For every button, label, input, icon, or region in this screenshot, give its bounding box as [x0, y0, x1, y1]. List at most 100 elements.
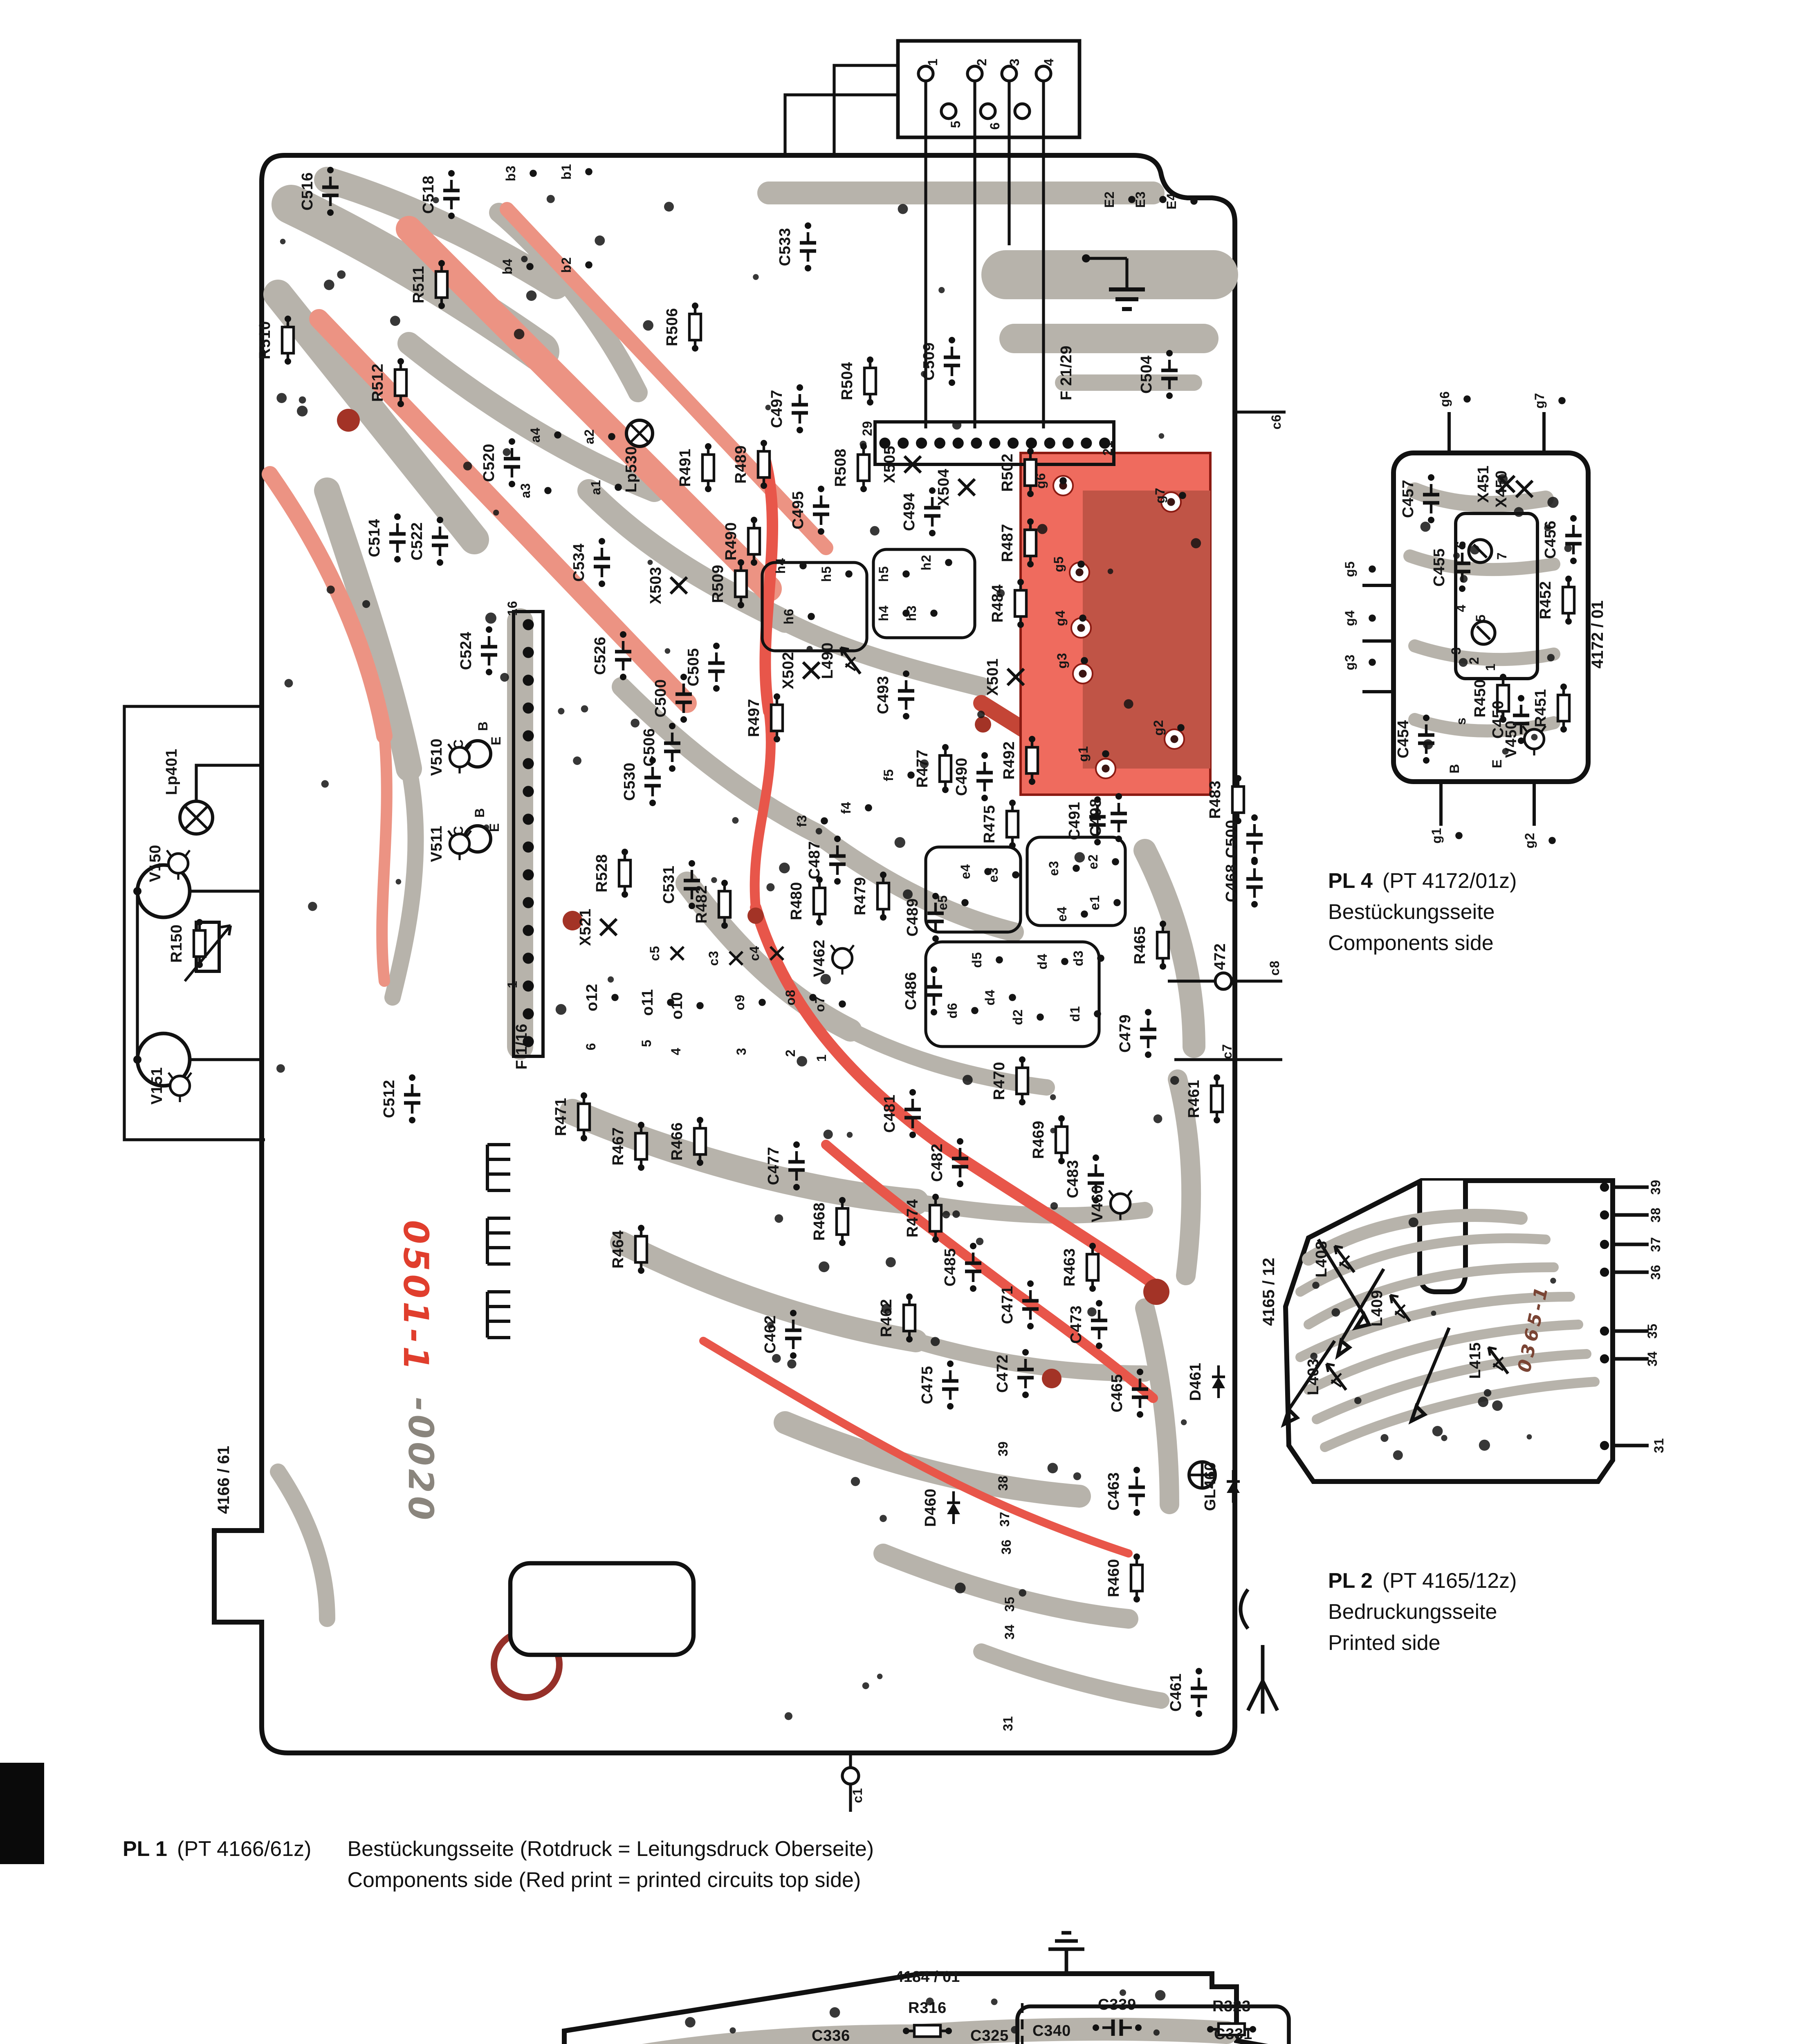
antenna-symbol [1239, 1588, 1279, 1714]
solder-pad [696, 1002, 704, 1009]
component-label: e3 [986, 867, 1001, 882]
component-label: 1 [814, 1054, 829, 1062]
component-symbol [957, 478, 976, 497]
component-label: C325 [970, 2027, 1009, 2044]
component-label: C465 [1109, 1374, 1126, 1412]
component-label: E4 [1164, 193, 1179, 210]
pl4-part-number: 4172 / 01 [1589, 601, 1607, 669]
solder-pad [1073, 865, 1080, 872]
solder-pad [1059, 477, 1067, 484]
component-symbol [281, 316, 295, 365]
solder-pad [1079, 614, 1086, 622]
component-label: C331 [1214, 2026, 1252, 2043]
component-symbol [1246, 814, 1263, 863]
component-label: R475 [981, 805, 998, 843]
component-label: 472 [1212, 943, 1229, 970]
component-label: h4 [773, 558, 788, 574]
component-label: R471 [552, 1098, 570, 1136]
component-label: R479 [852, 877, 869, 915]
component-label: R464 [610, 1230, 627, 1269]
cross-pad [728, 950, 744, 966]
component-label: L408 [1313, 1241, 1330, 1278]
component-label: 5 [639, 1040, 654, 1047]
component-label: Lp530 [623, 446, 640, 493]
solder-pad [1369, 659, 1376, 666]
component-label: o12 [583, 984, 601, 1011]
component-symbol [322, 167, 339, 216]
component-label: g4 [1342, 610, 1357, 626]
component-label: C [451, 739, 466, 749]
component-symbol [1515, 480, 1534, 498]
component-label: D460 [922, 1488, 939, 1527]
component-label: f4 [839, 802, 853, 814]
component-symbol [1333, 1245, 1355, 1273]
component-label: R508 [832, 448, 849, 487]
component-symbol [903, 2024, 952, 2038]
component-symbol [1005, 800, 1020, 849]
component-symbol [701, 443, 716, 492]
component-label: h4 [876, 605, 891, 621]
component-label: 6 [1454, 541, 1468, 549]
component-label: R468 [811, 1202, 828, 1241]
component-symbol [800, 222, 816, 271]
component-label: f5 [881, 769, 896, 781]
component-label: 36 [1648, 1264, 1663, 1280]
component-symbol [447, 830, 472, 860]
component-label: 6 [583, 1043, 598, 1051]
component-label: V510 [428, 738, 445, 776]
component-label: X501 [984, 658, 1001, 696]
component-symbol [1129, 1553, 1144, 1602]
component-label: 36 [999, 1539, 1014, 1554]
component-label: X503 [647, 567, 664, 604]
component-symbol [717, 880, 732, 929]
component-label: 39 [996, 1441, 1010, 1456]
component-label: L409 [1369, 1290, 1386, 1327]
component-symbol [634, 1122, 649, 1171]
component-label: R323 [1212, 1998, 1251, 2015]
solder-pad [1369, 614, 1376, 622]
component-label: 38 [996, 1475, 1010, 1490]
component-label: C518 [420, 175, 437, 214]
connector-strip-f21-29 [873, 420, 1115, 466]
solder-pad [1558, 397, 1566, 404]
component-label: 7 [1495, 552, 1509, 560]
solder-pad [1128, 196, 1136, 203]
component-label: g2 [1151, 720, 1166, 736]
index-bar [0, 1763, 44, 1864]
pl2-caption-pt: (PT 4165/12z) [1382, 1568, 1517, 1593]
cross-pad [669, 946, 685, 961]
component-symbol [1006, 668, 1025, 686]
component-symbol [644, 757, 661, 806]
component-symbol [1325, 1363, 1347, 1391]
component-symbol [926, 966, 942, 1015]
component-label: X504 [935, 468, 952, 506]
component-label: b4 [500, 259, 515, 275]
pl1-caption-id: PL 1 [123, 1836, 167, 1861]
component-label: g3 [1342, 654, 1357, 670]
solder-pad [530, 170, 537, 177]
component-symbol [1054, 1115, 1069, 1164]
component-symbol [389, 513, 406, 563]
pl4-caption-de: Bestückungsseite [1328, 899, 1495, 924]
component-label: e5 [935, 895, 950, 910]
pl4-caption: PL 4(PT 4172/01z) Bestückungsseite Compo… [1328, 867, 1517, 959]
component-symbol [898, 670, 914, 719]
pl4-caption-id: PL 4 [1328, 868, 1373, 893]
component-symbol [947, 1491, 960, 1524]
component-label: g7 [1153, 488, 1167, 504]
component-label: R469 [1030, 1121, 1047, 1159]
component-symbol [1140, 1009, 1156, 1058]
component-label: h3 [904, 605, 919, 621]
component-symbol [1091, 1300, 1107, 1349]
component-symbol [1017, 1349, 1034, 1398]
solder-pad [945, 559, 952, 566]
component-label: C491 [1066, 802, 1083, 840]
solder-pad [1097, 955, 1104, 962]
component-label: V151 [148, 1067, 166, 1105]
component-label: C487 [806, 841, 823, 879]
component-label: s [1454, 717, 1468, 725]
component-label: o7 [812, 996, 827, 1012]
